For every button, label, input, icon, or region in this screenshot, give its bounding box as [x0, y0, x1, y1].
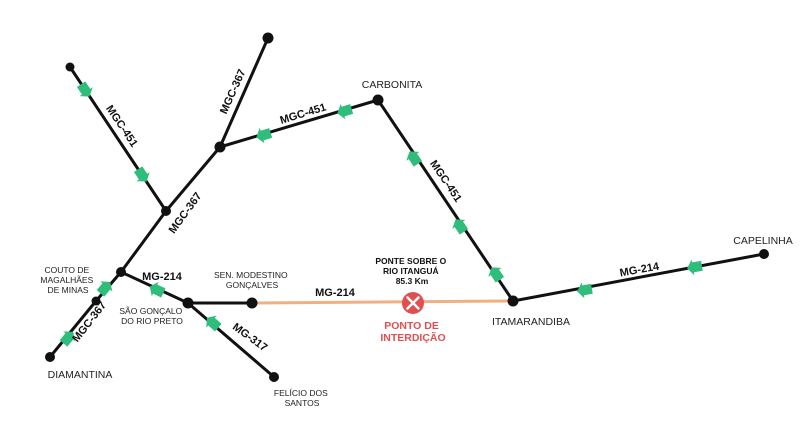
road-mgc367-south-b [48, 299, 98, 359]
road-mgc367-north [218, 36, 270, 149]
place-label-capelinha: CAPELINHA [733, 235, 793, 247]
direction-arrow-icon [76, 81, 93, 97]
road-mgc367-mid-b [119, 209, 168, 274]
road-endpoint [262, 32, 274, 44]
interdiction-point: PONTE SOBRE O RIO ITANGUÁ 85.3 Km PONTO … [375, 256, 448, 344]
interdiction-label: PONTO DE INTERDIÇÃO [380, 320, 445, 344]
city-node-capelinha [759, 249, 769, 259]
city-node-sen-modestino [246, 297, 258, 309]
road-label-mgc367: MGC-367 [167, 190, 205, 236]
place-label-diamantina: DIAMANTINA [48, 369, 113, 381]
direction-arrow-icon [149, 281, 166, 298]
road-mgc367-mid-a [164, 145, 222, 213]
direction-arrow-icon [256, 127, 273, 144]
city-node-carbonita [372, 94, 384, 106]
place-label-felicio: FELÍCIO DOS SANTOS [274, 388, 330, 408]
city-node-diamantina [45, 352, 55, 362]
city-node-itamarandiba [507, 295, 519, 307]
place-label-couto: COUTO DE MAGALHÃES DE MINAS [40, 265, 95, 295]
road-endpoint [65, 62, 75, 72]
direction-arrow-icon [133, 166, 150, 182]
road-label-mg214: MG-214 [142, 271, 183, 283]
direction-arrow-icon [452, 219, 469, 235]
road-mgc451-top [218, 98, 380, 149]
city-node-sao-goncalo [182, 297, 194, 309]
direction-arrow-icon [59, 331, 76, 347]
road-network [48, 36, 766, 379]
junction [91, 296, 101, 306]
place-label-sen-modestino: SEN. MODESTINO GONÇALVES [214, 270, 290, 290]
place-label-carbonita: CARBONITA [362, 79, 422, 91]
city-node-felicio [269, 372, 279, 382]
road-label-mg214: MG-214 [315, 287, 356, 299]
road-mg214-right [511, 252, 766, 303]
direction-arrow-icon [406, 151, 423, 167]
direction-arrow-icon [96, 281, 113, 297]
direction-arrows [59, 81, 703, 347]
road-mg317 [186, 301, 276, 379]
junctions [45, 32, 769, 382]
city-node-couto [116, 267, 126, 277]
bridge-label: PONTE SOBRE O RIO ITANGUÁ 85.3 Km [375, 256, 448, 286]
direction-arrow-icon [577, 282, 593, 299]
road-label-mg317: MG-317 [230, 321, 269, 354]
junction [214, 141, 226, 153]
direction-arrow-icon [687, 259, 703, 276]
junction [161, 206, 171, 216]
direction-arrow-icon [206, 315, 222, 332]
road-mg214-interdicted [251, 299, 514, 305]
direction-arrow-icon [337, 103, 354, 120]
x-circle-icon[interactable] [402, 292, 424, 314]
place-labels: CARBONITA CAPELINHA ITAMARANDIBA DIAMANT… [40, 79, 792, 408]
direction-arrow-icon [488, 267, 505, 283]
road-mgc451-right [376, 98, 515, 303]
place-label-itamarandiba: ITAMARANDIBA [492, 316, 570, 328]
place-label-sao-goncalo: SÃO GONÇALO DO RIO PRETO [119, 306, 184, 326]
